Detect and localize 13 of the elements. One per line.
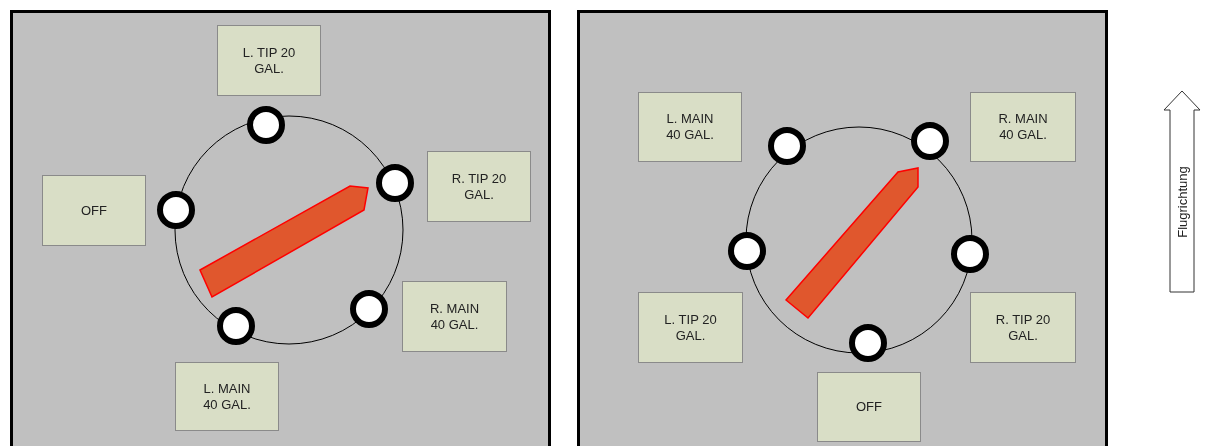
panel <box>10 10 551 446</box>
position-label-box: R. MAIN 40 GAL. <box>970 92 1076 162</box>
panel <box>577 10 1108 446</box>
position-label-box: L. TIP 20 GAL. <box>217 25 321 96</box>
position-label-box: L. MAIN 40 GAL. <box>175 362 279 431</box>
position-label-box: R. TIP 20 GAL. <box>427 151 531 222</box>
position-label-box: L. MAIN 40 GAL. <box>638 92 742 162</box>
position-label-box: R. MAIN 40 GAL. <box>402 281 507 352</box>
position-label-box: OFF <box>42 175 146 246</box>
position-label-box: R. TIP 20 GAL. <box>970 292 1076 363</box>
direction-arrow: Flugrichtung <box>1163 90 1201 293</box>
position-label-box: OFF <box>817 372 921 442</box>
position-label-box: L. TIP 20 GAL. <box>638 292 743 363</box>
